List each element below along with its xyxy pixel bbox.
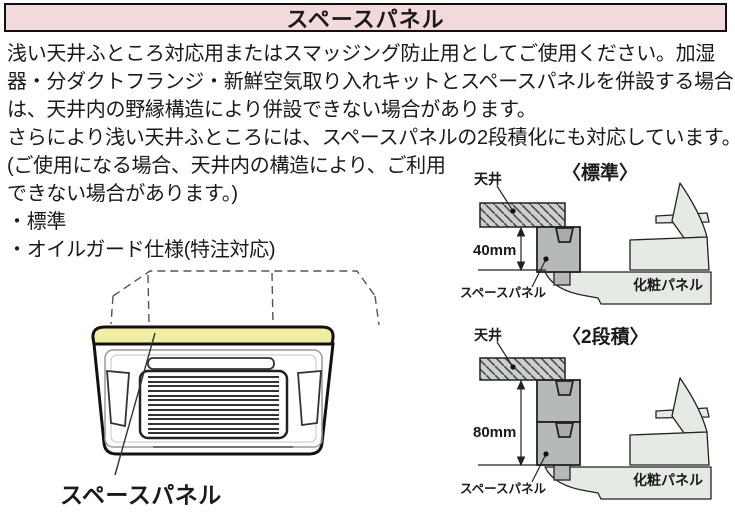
bullet-item: ・オイルガード仕様(特注対応) <box>7 239 276 261</box>
ceiling-label: 天井 <box>474 171 502 187</box>
unit-outline-dashed <box>110 270 380 326</box>
right-vent <box>297 370 322 427</box>
ceiling-leader-line <box>496 341 516 370</box>
description-line: (ご使用になる場合、天井内の構造により、ご利用 <box>7 155 446 177</box>
dimension-arrow <box>516 226 526 272</box>
diagram-title: 〈2段積〉 <box>562 325 649 348</box>
dimension-label: 80mm <box>473 424 516 441</box>
description-text: 浅い天井ふところ対応用またはスマッジング防止用としてご使用ください。加湿 器・分… <box>7 40 735 264</box>
diagram-title: 〈標準〉 <box>562 161 638 184</box>
dimension-arrow <box>516 379 526 467</box>
page-title: スペースパネル <box>286 6 445 32</box>
bullet-item: ・標準 <box>7 211 67 233</box>
description-line: は、天井内の野縁構造により併設できない場合があります。 <box>7 99 537 121</box>
caption-leader-line <box>114 332 156 476</box>
ceiling-section <box>479 357 566 381</box>
diagram-two-stack: 天井 〈2段積〉 80mm スペースパネル 化粧パネル <box>460 325 712 500</box>
ceiling-label: 天井 <box>474 327 502 343</box>
space-panel-label: スペースパネル <box>460 482 547 496</box>
space-panel-notch-upper <box>554 380 575 396</box>
diagram-standard: 天井 〈標準〉 40mm スペースパネル 化粧パネル <box>460 161 712 305</box>
panel-illustration <box>91 270 380 476</box>
ceiling-section <box>479 202 566 228</box>
panel-leader-line <box>531 451 549 483</box>
ceiling-leader-line <box>496 185 516 214</box>
page-title-bar: スペースパネル <box>4 3 727 32</box>
description-line: 浅い天井ふところ対応用またはスマッジング防止用としてご使用ください。加湿 <box>7 43 715 65</box>
description-line: できない場合があります。) <box>7 183 238 205</box>
description-line: 器・分ダクトフランジ・新鮮空気取り入れキットとスペースパネルを併設する場合に <box>7 71 735 93</box>
decor-panel-label: 化粧パネル <box>633 472 703 488</box>
panel-leader-line <box>531 256 549 288</box>
space-panel-notch-lower <box>554 422 575 438</box>
space-panel-label: スペースパネル <box>460 286 547 300</box>
space-panel-highlight <box>91 325 335 346</box>
grille-louvers <box>148 376 279 434</box>
left-vent <box>106 370 130 428</box>
decor-panel-section <box>544 377 712 500</box>
illustration-caption: スペースパネル <box>60 482 222 508</box>
decor-panel-label: 化粧パネル <box>633 277 703 293</box>
space-panel-notch <box>554 227 575 243</box>
description-line: さらにより浅い天井ふところには、スペースパネルの2段積化にも対応しています。 <box>7 127 735 149</box>
dimension-label: 40mm <box>473 242 516 259</box>
panel-foot-tab <box>553 464 571 481</box>
decor-panel-section <box>544 182 712 305</box>
air-outlet-slot <box>147 357 275 370</box>
